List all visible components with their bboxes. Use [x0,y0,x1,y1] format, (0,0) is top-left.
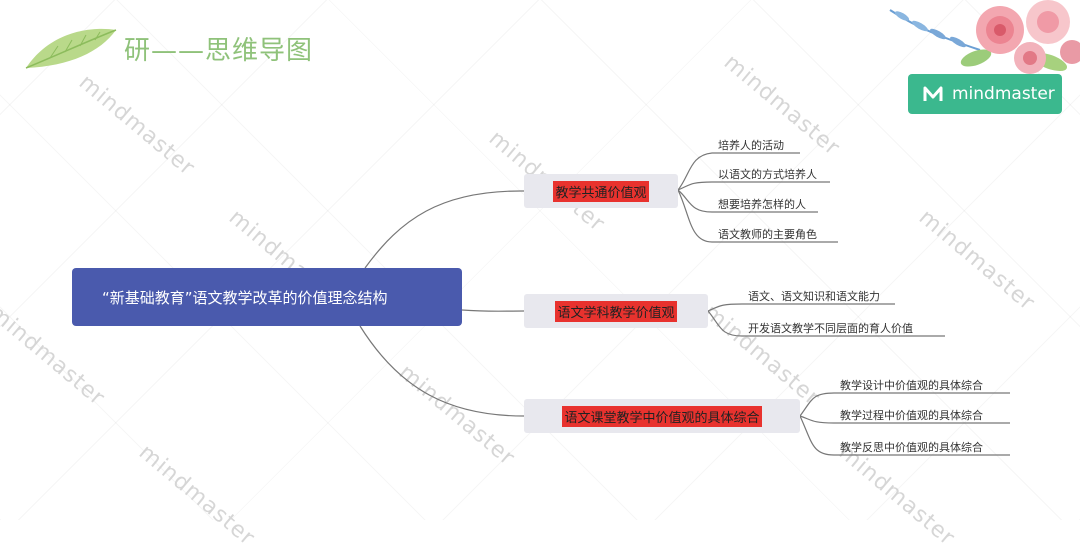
connector-b1-c3 [677,189,818,213]
brand-label: mindmaster [952,84,1055,104]
leaf-node[interactable]: 语文教师的主要角色 [718,228,817,241]
leaf-node[interactable]: 开发语文教学不同层面的育人价值 [748,322,913,335]
connector-b1-c2 [677,181,830,191]
leaf-node[interactable]: 教学反思中价值观的具体综合 [840,441,983,454]
leaf-node[interactable]: 教学过程中价值观的具体综合 [840,409,983,422]
connector-b2-c2 [707,310,945,337]
branch-node-2[interactable]: 语文学科教学价值观 [524,294,708,328]
branch-node-1[interactable]: 教学共通价值观 [524,174,678,208]
connector-root-branch-2 [461,309,525,312]
branch-label: 语文学科教学价值观 [555,300,677,322]
leaf-node[interactable]: 教学设计中价值观的具体综合 [840,379,983,392]
background-grid [0,0,1080,520]
leaf-node[interactable]: 语文、语文知识和语文能力 [748,290,880,303]
flower-decoration-icon [889,0,1080,74]
page-title: 研——思维导图 [124,36,314,66]
connector-b3-c1 [799,392,1010,417]
connector-b3-c2 [799,415,1010,424]
connector-b2-c1 [707,303,895,312]
leaf-node[interactable]: 以语文的方式培养人 [718,168,817,181]
connector-lines [359,152,1010,456]
mindmaster-brand-button[interactable]: mindmaster [908,74,1062,114]
branch-node-3[interactable]: 语文课堂教学中价值观的具体综合 [524,399,800,433]
mindmaster-logo-icon [923,86,943,101]
branch-label: 教学共通价值观 [553,180,649,202]
mindmap-root-node[interactable]: “新基础教育”语文教学改革的价值理念结构 [72,268,462,326]
connector-root-branch-3 [359,325,525,417]
leaf-node[interactable]: 培养人的活动 [718,139,784,152]
connector-b3-c3 [799,415,1010,456]
connector-b1-c1 [677,152,800,191]
root-label: “新基础教育”语文教学改革的价值理念结构 [102,288,388,307]
branch-label: 语文课堂教学中价值观的具体综合 [562,405,762,427]
leaf-node[interactable]: 想要培养怎样的人 [718,198,806,211]
connector-root-branch-1 [364,190,525,269]
connector-b1-c4 [677,189,838,243]
leaf-decoration-icon [25,28,117,69]
